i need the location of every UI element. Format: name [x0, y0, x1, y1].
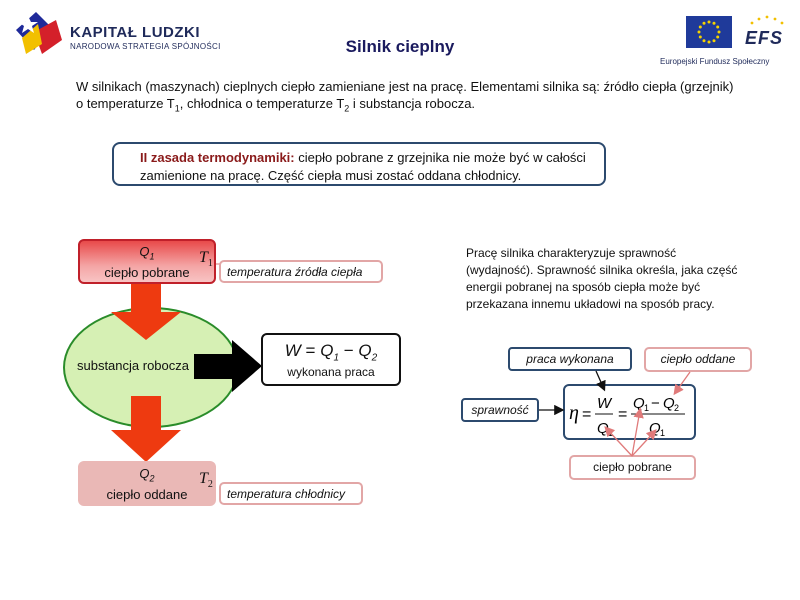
- heat-in-label: ciepło pobrane: [104, 264, 190, 280]
- law-title: II zasada termodynamiki:: [140, 150, 295, 165]
- q2-symbol: Q2: [139, 466, 155, 484]
- frac1-den-sub: 1: [608, 428, 613, 438]
- work-box: W = Q1 − Q2 wykonana praca: [261, 333, 401, 386]
- law-text: ciepło pobrane z grzejnika nie może być …: [140, 150, 586, 183]
- efs-logo: EFS: [745, 28, 784, 48]
- frac1-numerator: W: [597, 395, 613, 412]
- logo-subtitle: NARODOWA STRATEGIA SPÓJNOŚCI: [70, 42, 221, 51]
- t2-tag: temperatura chłodnicy: [219, 482, 363, 505]
- intro-part2: , chłodnica o temperaturze T: [179, 96, 345, 111]
- kapital-ludzki-logo-graphic: [16, 12, 62, 54]
- logo-title: KAPITAŁ LUDZKI: [70, 24, 201, 41]
- work-arrow: [194, 340, 262, 392]
- heat-released-tag: ciepło oddane: [644, 347, 752, 372]
- frac2-q2: Q: [663, 395, 675, 412]
- eu-caption: Europejski Fundusz Społeczny: [660, 57, 770, 66]
- heat-in-box: Q1 ciepło pobrane: [78, 239, 216, 284]
- efficiency-description: Pracę silnika charakteryzuje sprawność (…: [466, 246, 738, 311]
- working-substance-label: substancja robocza: [76, 358, 189, 373]
- heat-absorbed-tag: ciepło pobrane: [569, 455, 696, 480]
- efficiency-formula: η = W Q 1 = Q 1 − Q 2 Q 1: [569, 395, 685, 438]
- heat-out-arrow: [111, 396, 181, 462]
- heat-out-label: ciepło oddane: [106, 486, 188, 502]
- work-formula: W = Q1 − Q2: [284, 341, 378, 364]
- intro-part3: i substancja robocza.: [349, 96, 476, 111]
- efs-stars-icon: [748, 14, 788, 26]
- intro-sub1: 1: [174, 103, 180, 114]
- eta-symbol: η: [569, 402, 579, 424]
- second-law-box: II zasada termodynamiki: ciepło pobrane …: [112, 142, 606, 186]
- heat-out-box: Q2 ciepło oddane: [78, 461, 216, 506]
- heat-in-arrow: [111, 283, 181, 340]
- frac2-q2-sub: 2: [674, 403, 679, 413]
- intro-part1: W silnikach (maszynach) cieplnych ciepło…: [76, 79, 734, 111]
- t1-symbol: T1: [199, 249, 213, 270]
- work-done-tag: praca wykonana: [508, 347, 632, 371]
- intro-paragraph: W silnikach (maszynach) cieplnych ciepło…: [76, 78, 736, 118]
- work-label: wykonana praca: [287, 365, 375, 380]
- q1-symbol: Q1: [139, 244, 155, 262]
- eu-flag: [686, 16, 732, 48]
- intro-sub2: 2: [344, 103, 350, 114]
- eq-sign-1: =: [582, 406, 591, 423]
- efficiency-formula-box: η = W Q 1 = Q 1 − Q 2 Q 1: [563, 384, 696, 440]
- t1-tag: temperatura źródła ciepła: [219, 260, 383, 283]
- frac2-q1-sub: 1: [644, 403, 649, 413]
- kapital-ludzki-logo: [12, 10, 66, 56]
- eq-sign-2: =: [618, 406, 627, 423]
- eu-stars-icon: [697, 20, 721, 44]
- frac2-den-sub: 1: [660, 428, 665, 438]
- t2-symbol: T2: [199, 470, 213, 491]
- page-title: Silnik cieplny: [345, 37, 455, 56]
- frac2-minus: −: [651, 395, 660, 412]
- efficiency-tag: sprawność: [461, 398, 539, 422]
